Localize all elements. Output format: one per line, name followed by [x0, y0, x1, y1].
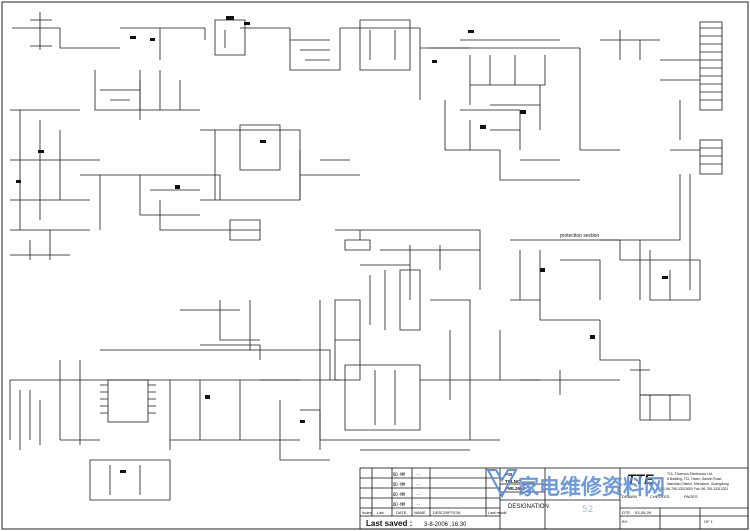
date-row-value: 03-05-09 — [635, 510, 652, 515]
revision-rows: DD-MM -- DD-MM -- DD-MM -- DD-MM -- — [393, 472, 421, 507]
title-block — [359, 467, 749, 530]
header-description: DESCRIPTION — [433, 510, 460, 515]
last-modif: Last modif — [488, 510, 507, 515]
revision-date: -- — [416, 502, 421, 507]
company-line: 8 Building, TCL Tower, Gaoxin Road — [667, 477, 722, 481]
company-line: Tel: 86-755-33313000 Fax: 86-755-3331332… — [660, 487, 728, 491]
company-info: TCL-Thomson Electronics Ltd. 8 Building,… — [660, 472, 729, 491]
header-name: NAME — [414, 510, 426, 515]
company-line: Nanshan District, Shenzhen, Guangdong — [667, 482, 729, 486]
watermark: 家电维修资料网 52 — [486, 469, 665, 515]
revision-header: Index Lab DATE NAME DESCRIPTION Last mod… — [362, 510, 507, 515]
tcl-no-label: TCLNO: — [505, 479, 522, 484]
psu-label: PSU — [505, 472, 514, 477]
last-saved-value: 3-8-2006 ,16:30 — [424, 522, 467, 528]
header-lab: Lab — [377, 510, 384, 515]
revision-name: DD-MM — [393, 482, 406, 487]
pages-label: PAGES — [684, 494, 698, 499]
sheet-count: OF 1 — [704, 519, 714, 524]
company-line: TCL-Thomson Electronics Ltd. — [667, 472, 713, 476]
watermark-text: 家电维修资料网 — [518, 475, 665, 499]
drawn-label: DRAWN — [622, 494, 637, 499]
watermark-subtext: 52 — [582, 505, 593, 515]
tte-logo: TTE — [625, 470, 659, 487]
logo-text: TTE — [627, 471, 654, 487]
designation-label: DESIGNATION — [508, 504, 549, 510]
header-index: Index — [362, 510, 372, 515]
by-row-label: BY: — [622, 519, 628, 524]
protection-section-label: protection section — [560, 233, 599, 239]
part-number: PWL2652 — [505, 486, 526, 491]
revision-name: DD-MM — [393, 492, 406, 497]
header-date: DATE — [396, 510, 407, 515]
revision-name: DD-MM — [393, 472, 406, 477]
circuit-wiring — [9, 12, 723, 501]
component-marks — [16, 16, 668, 473]
checked-label: CHECKED — [650, 494, 670, 499]
last-saved-label: Last saved : — [366, 519, 412, 528]
revision-date: -- — [416, 472, 421, 477]
revision-date: -- — [416, 492, 421, 497]
watermark-emblem — [486, 469, 518, 499]
revision-name: DD-MM — [393, 502, 406, 507]
date-row-label: DTE: — [622, 510, 631, 515]
revision-date: -- — [416, 482, 421, 487]
